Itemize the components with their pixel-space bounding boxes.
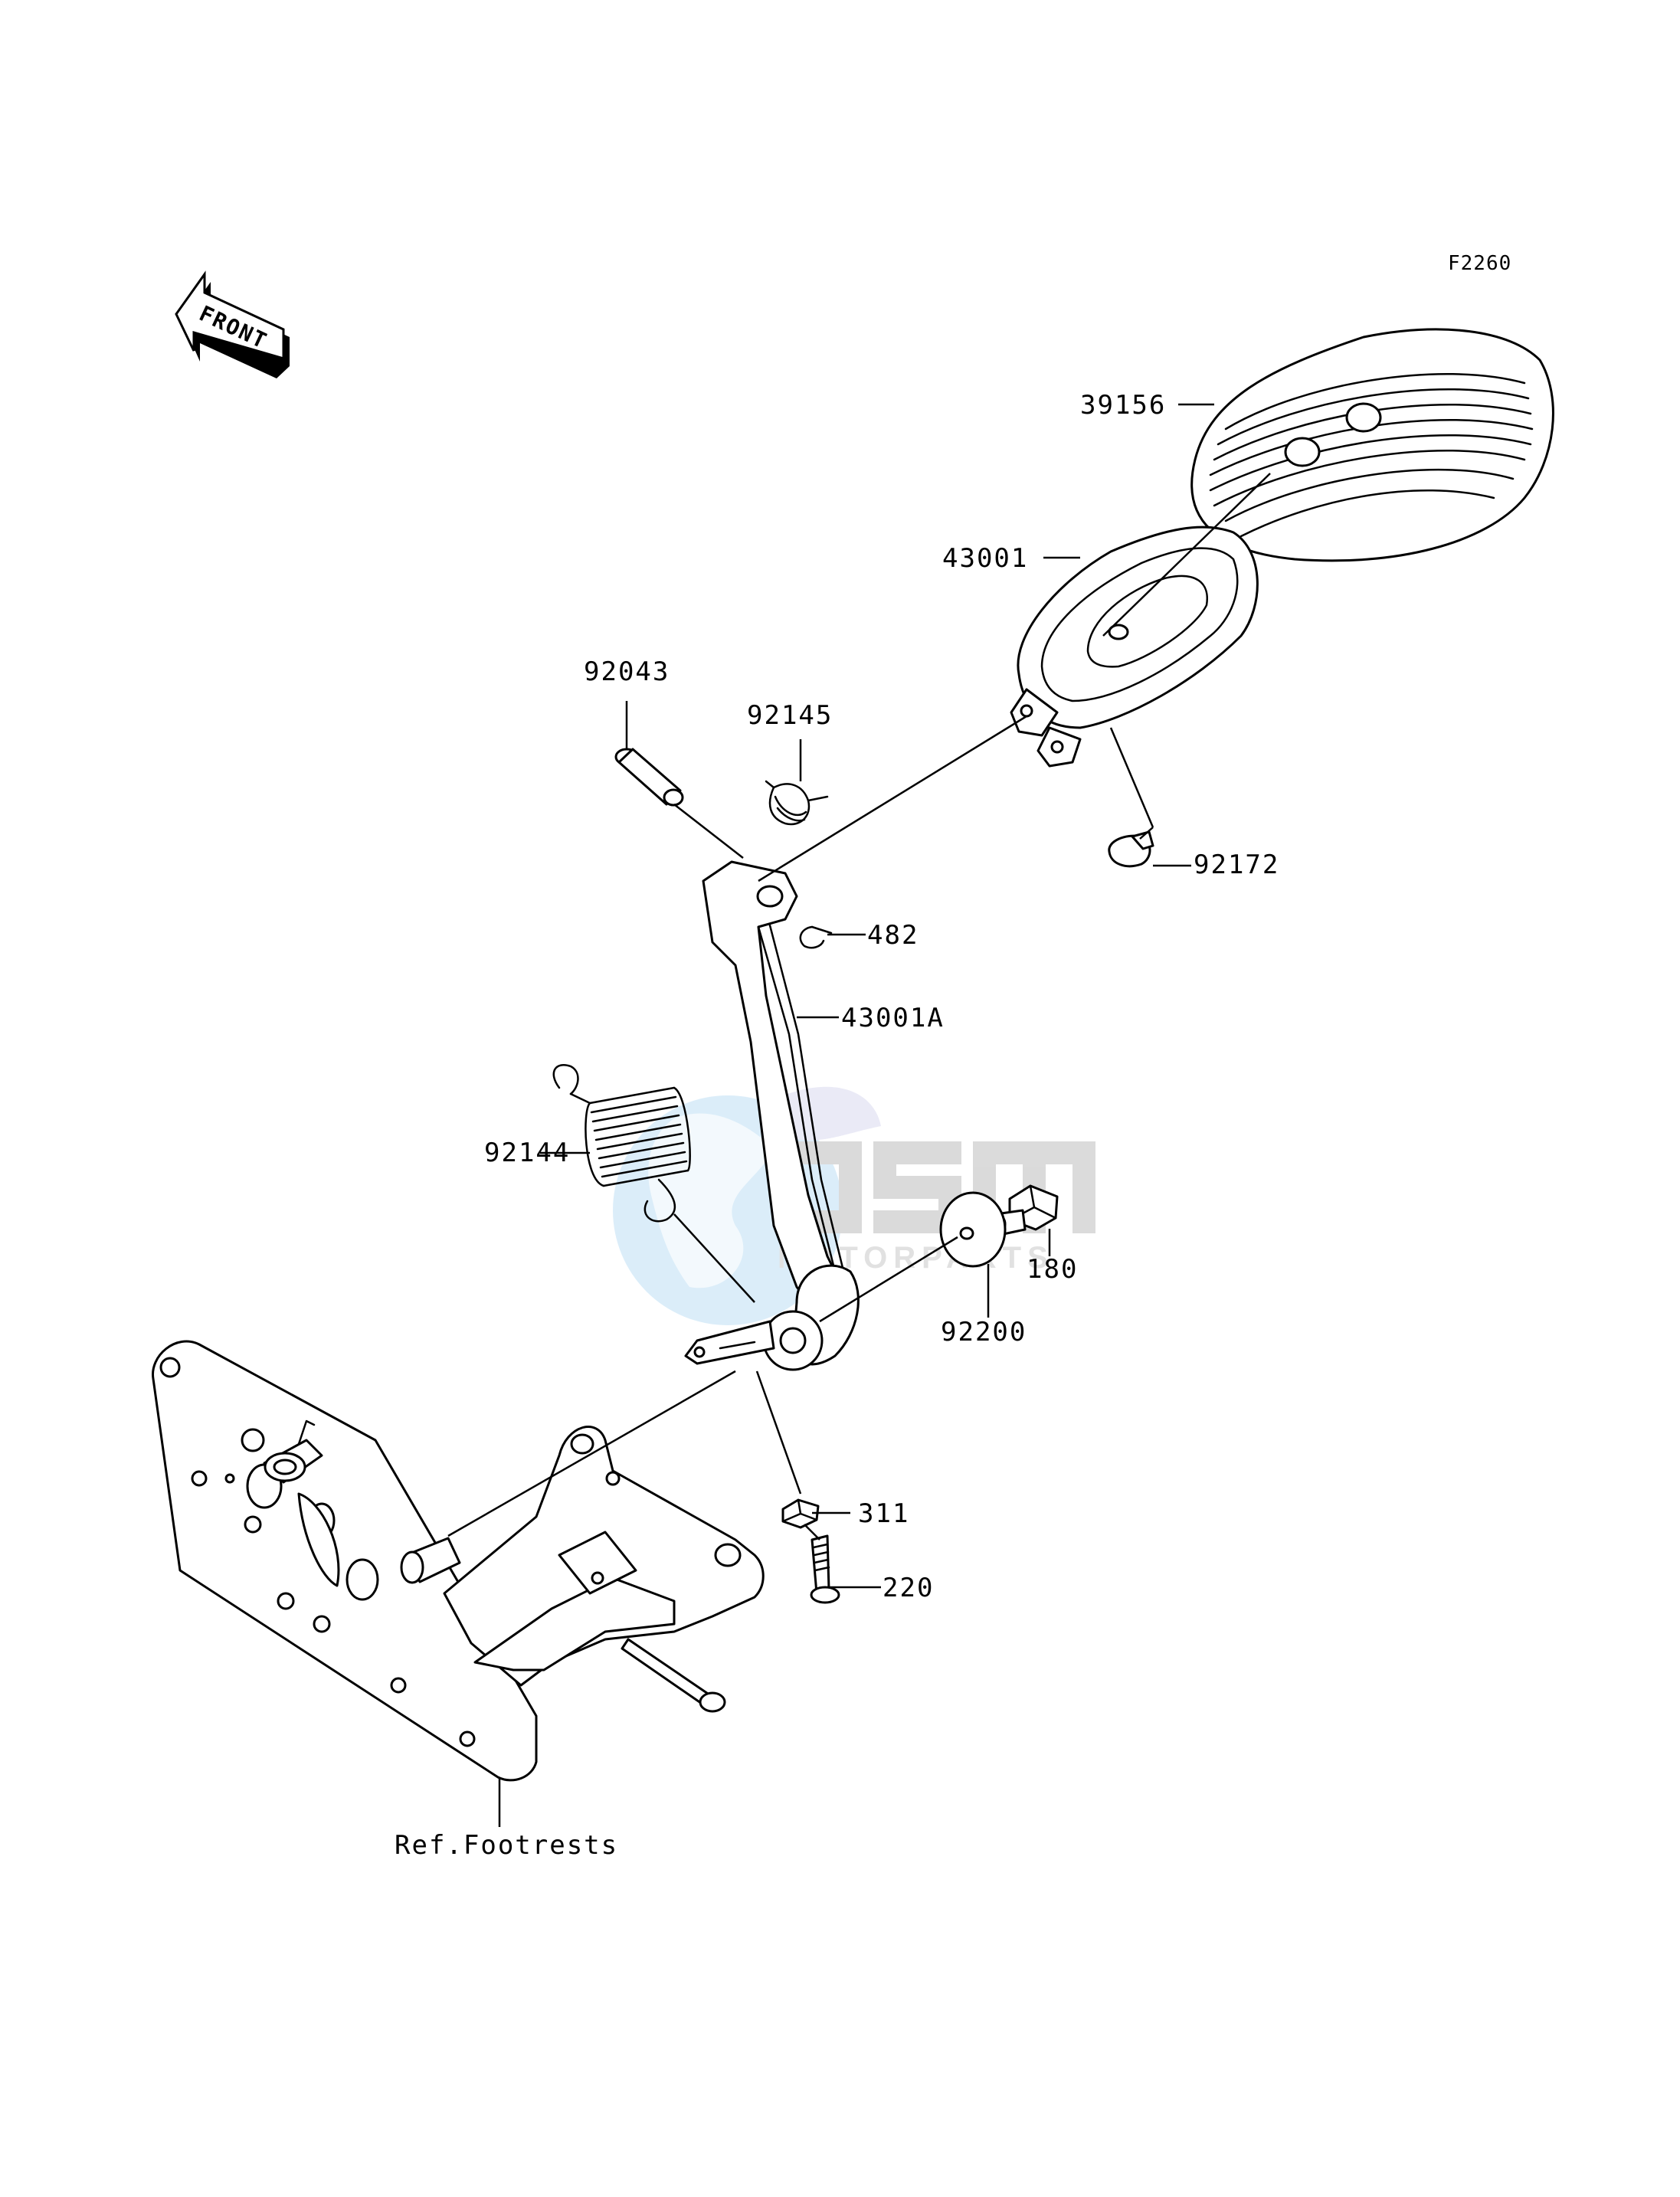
- label-92200[interactable]: 92200: [941, 1317, 1027, 1347]
- label-92144[interactable]: 92144: [484, 1138, 570, 1168]
- part-43001A-pedal-arm: [684, 860, 860, 1371]
- label-ref-footrests[interactable]: Ref.Footrests: [395, 1830, 618, 1861]
- label-43001A[interactable]: 43001A: [841, 1003, 945, 1033]
- label-92145[interactable]: 92145: [747, 700, 833, 731]
- front-arrow-icon: FRONT: [175, 270, 290, 378]
- part-43001-pedal-plate: [1010, 526, 1259, 768]
- part-92145-spring: [765, 780, 829, 826]
- label-482[interactable]: 482: [867, 920, 919, 951]
- label-39156[interactable]: 39156: [1080, 390, 1166, 421]
- part-pedal-bracket: [400, 1426, 765, 1713]
- leader-lines: [447, 403, 1271, 1827]
- part-92043-pin: [614, 748, 684, 807]
- figure-code: F2260: [1448, 252, 1511, 275]
- label-311[interactable]: 311: [858, 1498, 909, 1529]
- part-92172-screw: [1108, 830, 1154, 868]
- label-43001[interactable]: 43001: [942, 543, 1028, 574]
- part-39156-rubber-pad: [1190, 328, 1554, 562]
- label-92172[interactable]: 92172: [1194, 850, 1279, 880]
- part-482-clip: [799, 925, 833, 949]
- part-footrest-bracket: [152, 1340, 538, 1782]
- part-220-bolt: [810, 1534, 840, 1604]
- part-92200-washer: [939, 1191, 1007, 1268]
- part-311-nut: [781, 1498, 820, 1529]
- label-92043[interactable]: 92043: [584, 656, 670, 687]
- label-180[interactable]: 180: [1027, 1254, 1078, 1285]
- label-220[interactable]: 220: [883, 1573, 934, 1603]
- part-92144-spring: [552, 1064, 691, 1223]
- part-labels: 39156 43001 92043 92145 92172 482 43001A…: [395, 390, 1279, 1861]
